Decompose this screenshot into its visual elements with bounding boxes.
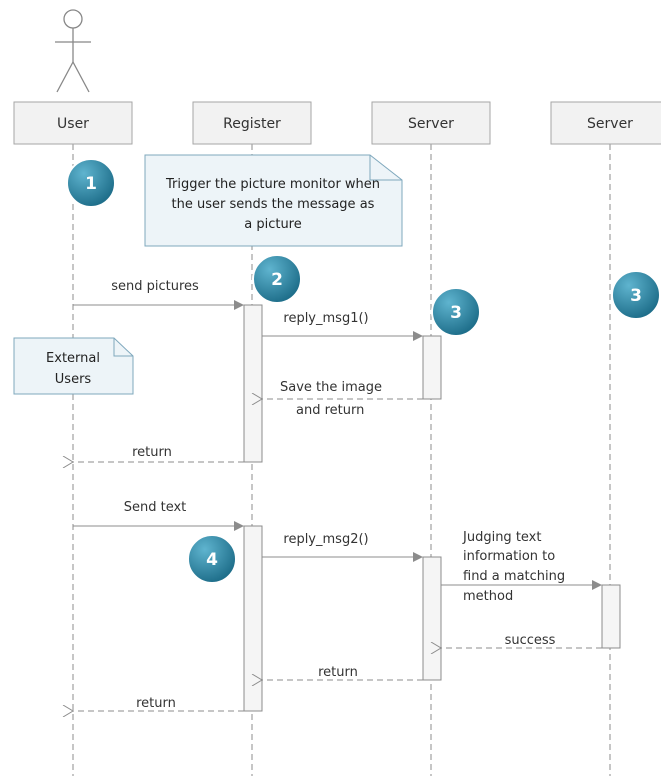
note-line: the user sends the message as — [172, 197, 375, 212]
lifeline-header-server[interactable]: Server — [371, 101, 491, 145]
activation-bars — [243, 304, 621, 712]
note-line: Users — [55, 372, 92, 387]
lifeline-header-label: Server — [587, 116, 633, 132]
message-label: find a matching — [463, 569, 565, 584]
step-badge-3: 3 — [431, 287, 481, 337]
svg-text:2: 2 — [271, 270, 283, 290]
message-label: Save the image — [280, 380, 382, 395]
activation-server-1[interactable] — [422, 335, 442, 400]
actor-figure-icon — [55, 9, 91, 93]
step-badge-2: 2 — [252, 254, 302, 304]
lifeline-header-server-2[interactable]: Server — [550, 101, 661, 145]
activation-register-1[interactable] — [243, 304, 263, 463]
note-line: External — [46, 351, 100, 366]
message-label: Send text — [124, 500, 187, 515]
message-label: send pictures — [111, 279, 199, 294]
message-label: reply_msg1() — [283, 311, 368, 326]
lifeline-header-register[interactable]: Register — [192, 101, 312, 145]
svg-text:3: 3 — [450, 303, 462, 323]
step-badge-4: 4 — [187, 534, 237, 584]
message-label: return — [136, 696, 176, 711]
svg-text:3: 3 — [630, 286, 642, 306]
note-external-users[interactable]: External Users — [13, 337, 134, 395]
message-label: success — [505, 633, 556, 648]
activation-server-2[interactable] — [422, 556, 442, 681]
note-line: a picture — [244, 217, 302, 232]
lifeline-header-label: Register — [223, 116, 281, 132]
activation-register-2[interactable] — [243, 525, 263, 712]
message-label: Judging text — [462, 530, 541, 545]
message-label: and return — [296, 403, 364, 418]
note-line: Trigger the picture monitor when — [165, 177, 380, 192]
message-label: method — [463, 589, 513, 604]
svg-text:4: 4 — [206, 550, 218, 570]
lifeline-header-label: Server — [408, 116, 454, 132]
step-badge-3b: 3 — [611, 270, 661, 320]
message-label: return — [132, 445, 172, 460]
note-trigger[interactable]: Trigger the picture monitor when the use… — [144, 154, 403, 247]
message-labels: send pictures reply_msg1() Save the imag… — [111, 279, 565, 711]
svg-text:1: 1 — [85, 174, 97, 194]
activation-server-3[interactable] — [601, 584, 621, 649]
step-badge-1: 1 — [66, 158, 116, 208]
message-label: return — [318, 665, 358, 680]
messages — [73, 300, 602, 711]
message-label: reply_msg2() — [283, 532, 368, 547]
lifeline-header-user[interactable]: User — [13, 101, 133, 145]
lifeline-header-label: User — [57, 116, 89, 132]
message-label: information to — [463, 549, 555, 564]
